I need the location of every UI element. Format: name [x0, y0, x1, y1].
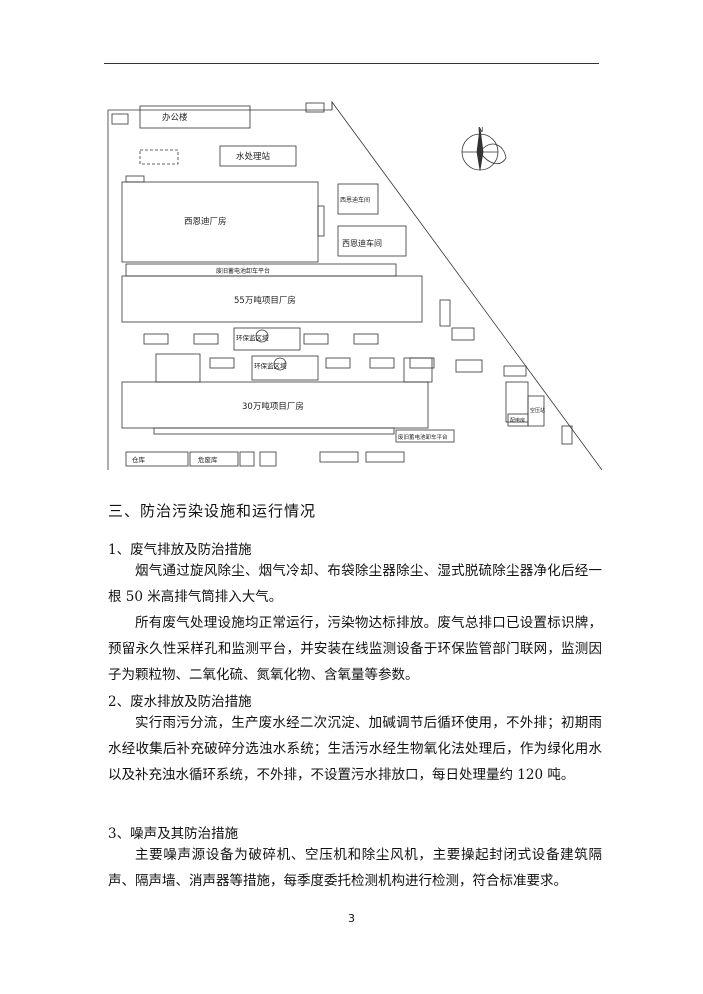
env-area-1: [233, 327, 301, 351]
simod-workshop-1-label: 西恩迪车间: [340, 196, 370, 204]
old-battery-platform-top-label: 废旧蓄电池卸车平台: [216, 267, 270, 275]
simod-plant-label: 西恩迪厂房: [184, 216, 227, 227]
warehouse: [125, 451, 189, 467]
site-plan-diagram: 办公楼 水处理站 西恩迪厂房 西恩迪车间 西恩迪车间 废旧蓄电池卸车平台 55万…: [104, 96, 602, 470]
waste-gas-paragraph-2: 所有废气处理设施均正常运行，污染物达标排放。废气总排口已设置标识牌，预留永久性采…: [108, 615, 602, 683]
hazardous-waste-store: [189, 451, 239, 467]
section-title: 三、防治污染设施和运行情况: [108, 502, 317, 520]
compass-north-label: N: [478, 126, 483, 134]
header-rule: [104, 63, 599, 64]
distribution-room: [507, 413, 529, 427]
compass: [461, 127, 507, 171]
hazardous-waste-label: 危废库: [198, 455, 218, 464]
office-building: [139, 105, 251, 129]
plant-55: [121, 275, 423, 323]
simod-workshop-2-label: 西恩迪车间: [342, 238, 382, 248]
waste-water-paragraph-1: 实行雨污分流，生产废水经二次沉淀、加碱调节后循环使用，不外排；初期雨水经收集后补…: [108, 715, 602, 783]
simod-workshop-2: [337, 225, 407, 257]
warehouse-label: 仓库: [132, 455, 146, 464]
water-treatment-station: [219, 145, 297, 167]
noise-heading: 3、噪声及其防治措施: [108, 826, 239, 842]
air-compressor-room: [527, 395, 545, 427]
env-area-2: [251, 355, 319, 381]
env-area-2-label: 环保监区域: [254, 361, 287, 370]
waste-gas-paragraph-1: 烟气通过旋风除尘、烟气冷却、布袋除尘器除尘、湿式脱硫除尘器净化后经一根 50 米…: [108, 563, 602, 605]
simod-workshop-1: [337, 183, 379, 215]
hatched-block: [155, 353, 201, 383]
plant-30-label: 30万吨项目厂房: [242, 401, 304, 412]
noise-paragraph-1: 主要噪声源设备为破碎机、空压机和除尘风机，主要操起封闭式设备建筑隔声、隔声墙、消…: [108, 847, 602, 889]
plant-55-label: 55万吨项目厂房: [234, 295, 296, 306]
site-plan-svg: 办公楼 水处理站 西恩迪厂房 西恩迪车间 西恩迪车间 废旧蓄电池卸车平台 55万…: [107, 100, 602, 470]
air-compressor-label: 空压站: [530, 407, 545, 414]
waste-water-heading: 2、废水排放及防治措施: [108, 694, 252, 710]
env-area-1-label: 环保监区域: [236, 333, 269, 342]
distribution-room-label: 配电房: [510, 417, 525, 424]
old-battery-platform-bottom-label: 废旧蓄电池卸车平台: [398, 433, 448, 441]
waste-gas-heading: 1、废气排放及防治措施: [108, 542, 252, 558]
page-number: 3: [348, 912, 355, 925]
office-building-label: 办公楼: [162, 112, 188, 123]
old-battery-platform-bottom: [395, 429, 455, 443]
water-treatment-label: 水处理站: [236, 151, 271, 162]
